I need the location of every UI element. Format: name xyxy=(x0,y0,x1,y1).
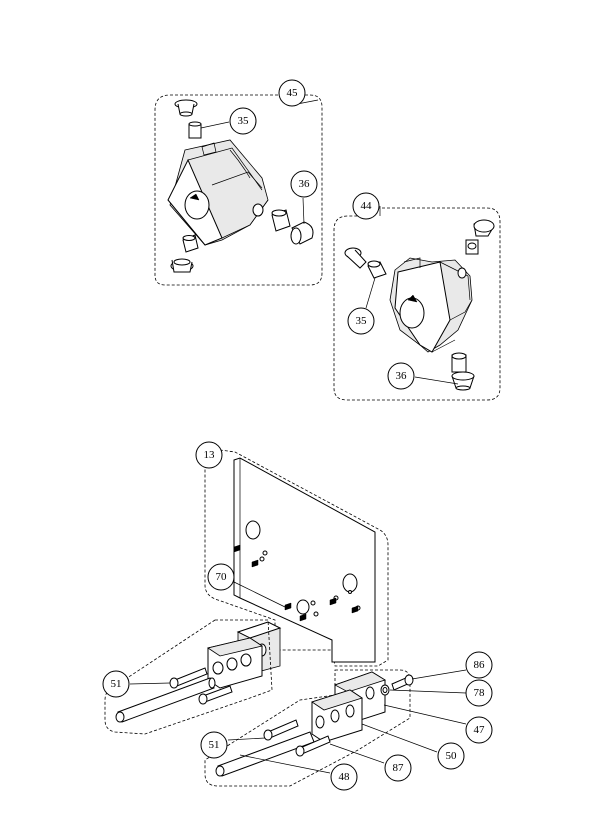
callout-35a: 35 xyxy=(229,107,257,135)
callout-78: 78 xyxy=(465,679,493,707)
triangular-bracket-45 xyxy=(167,139,269,246)
callout-35b-label: 35 xyxy=(356,315,368,327)
callout-50-label: 50 xyxy=(446,750,458,762)
plate-13 xyxy=(233,457,376,663)
screw-51a-2 xyxy=(198,685,233,705)
callout-51b-label: 51 xyxy=(209,739,220,751)
screw-87-2 xyxy=(295,735,331,757)
callout-36b-label: 36 xyxy=(396,370,408,382)
callout-51a-label: 51 xyxy=(111,678,122,690)
group-45-boundary xyxy=(154,94,323,286)
callout-47: 47 xyxy=(465,716,493,744)
assembly-44 xyxy=(333,206,501,401)
bushing-top-45 xyxy=(174,99,198,117)
screw-87-1 xyxy=(263,719,299,741)
bushing-bottom-45 xyxy=(170,258,194,273)
callout-51b: 51 xyxy=(200,731,228,759)
triangular-bracket-44 xyxy=(389,257,473,353)
callout-48: 48 xyxy=(330,763,358,791)
callout-35b: 35 xyxy=(347,307,375,335)
group-51b-boundary xyxy=(204,669,411,787)
screw-51a-1 xyxy=(169,667,208,689)
callout-44-label: 44 xyxy=(361,200,373,212)
clamp-block-left xyxy=(207,637,263,689)
bushing-left-44 xyxy=(344,247,367,269)
callout-36a-label: 36 xyxy=(299,178,311,190)
callout-87: 87 xyxy=(384,754,412,782)
assembly-51-right xyxy=(129,669,467,787)
cap-44 xyxy=(473,219,495,237)
small-sleeve-45 xyxy=(182,234,199,253)
callout-36a: 36 xyxy=(290,170,318,198)
clamp-block-50 xyxy=(311,689,363,743)
callout-48-label: 48 xyxy=(339,771,351,783)
screw-86 xyxy=(391,674,414,691)
callout-47-label: 47 xyxy=(474,724,486,736)
mounting-plate-assembly xyxy=(204,447,389,689)
sleeve-and-cap-45 xyxy=(271,209,314,245)
sleeve-35-top xyxy=(188,121,202,139)
small-sleeve-44 xyxy=(465,239,479,255)
callout-78-label: 78 xyxy=(474,687,486,699)
callout-35a-label: 35 xyxy=(238,115,250,127)
callout-13: 13 xyxy=(195,441,223,469)
callout-87-label: 87 xyxy=(393,762,405,774)
assembly-45 xyxy=(154,94,323,286)
callout-51a: 51 xyxy=(102,670,130,698)
callout-44: 44 xyxy=(352,192,380,220)
washer-78 xyxy=(380,684,390,696)
callout-45: 45 xyxy=(278,79,306,107)
callout-86-label: 86 xyxy=(474,659,486,671)
callout-13-label: 13 xyxy=(204,449,216,461)
callout-45-label: 45 xyxy=(287,87,299,99)
screw-70 xyxy=(233,544,359,622)
callout-50: 50 xyxy=(437,742,465,770)
callout-70-label: 70 xyxy=(216,571,228,583)
callout-70: 70 xyxy=(207,563,235,591)
callout-36b: 36 xyxy=(387,362,415,390)
group-13-boundary xyxy=(204,447,389,667)
bushing-bottom-44 xyxy=(451,352,475,391)
shaft-51a xyxy=(115,677,216,723)
sleeve-35-44 xyxy=(367,260,387,279)
group-44-boundary xyxy=(333,207,501,401)
callout-86: 86 xyxy=(465,651,493,679)
